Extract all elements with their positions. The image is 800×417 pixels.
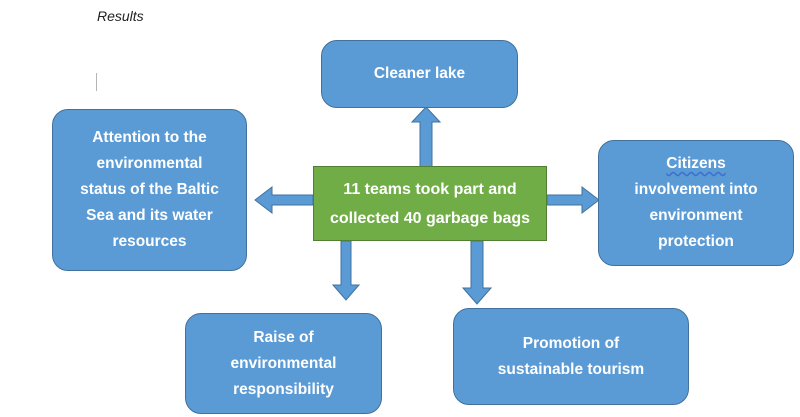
cleaner-lake-text: Cleaner lake (373, 65, 466, 82)
arrow-left-to-baltic-attention (254, 185, 314, 215)
sustainable-tourism-line-2: sustainable tourism (497, 360, 645, 378)
citizens-involvement-line-4: protection (658, 233, 734, 250)
citizens-involvement-line-1: Citizens (666, 155, 726, 172)
teams-summary-line-2: collected 40 garbage bags (329, 209, 531, 227)
arrow-right-to-citizens-involvement (546, 185, 600, 215)
baltic-attention-line-2: environmental (96, 155, 203, 172)
baltic-attention-line-5: resources (112, 233, 187, 250)
text-cursor (96, 73, 97, 91)
cleaner-lake-box: Cleaner lake (321, 40, 518, 108)
teams-summary-box: 11 teams took part and collected 40 garb… (313, 166, 547, 241)
environmental-responsibility-line-1: Raise of (253, 328, 314, 346)
environmental-responsibility-box: Raise of environmental responsibility (185, 313, 382, 414)
citizens-involvement-box: Citizens involvement into environment pr… (598, 140, 794, 266)
arrow-down-to-sustainable-tourism (461, 240, 493, 305)
teams-summary-line-1: 11 teams took part and (343, 180, 517, 198)
citizens-involvement-line-2: involvement into (634, 181, 758, 198)
baltic-attention-line-3: status of the Baltic (80, 181, 219, 198)
baltic-attention-line-4: Sea and its water (86, 207, 213, 224)
environmental-responsibility-line-3: responsibility (233, 380, 334, 398)
baltic-attention-line-1: Attention to the (92, 129, 207, 146)
citizens-involvement-line-3: environment (649, 207, 743, 224)
environmental-responsibility-line-2: environmental (230, 354, 337, 372)
sustainable-tourism-line-1: Promotion of (522, 334, 620, 352)
arrow-down-to-environmental-responsibility (331, 240, 361, 301)
sustainable-tourism-box: Promotion of sustainable tourism (453, 308, 689, 405)
baltic-attention-box: Attention to the environmental status of… (52, 109, 247, 271)
arrow-up-to-cleaner-lake (410, 106, 442, 169)
results-heading: Results (97, 8, 144, 24)
